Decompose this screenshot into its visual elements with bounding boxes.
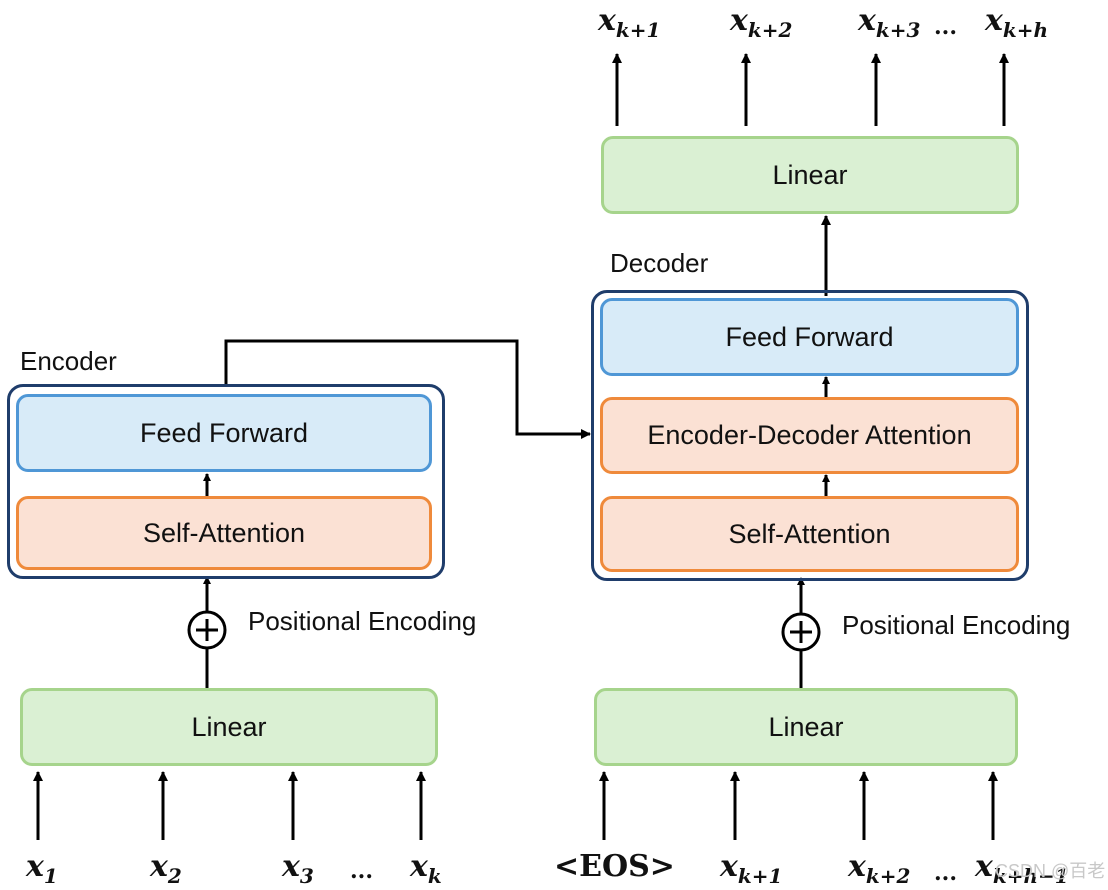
dec-input-ellipsis: ... — [934, 860, 957, 886]
dec-input-xk1: xk+1 — [720, 849, 783, 888]
output-xk2: xk+2 — [730, 3, 793, 42]
dec-plus-icon — [781, 612, 821, 652]
enc-plus-icon — [187, 610, 227, 650]
dec-input-eos: <EOS> — [554, 849, 675, 884]
output-xk3: xk+3 — [858, 3, 921, 42]
encoder-linear: Linear — [20, 688, 438, 766]
decoder-container — [591, 290, 1029, 581]
watermark: CSDN @百老 — [995, 861, 1106, 881]
output-xk1: xk+1 — [598, 3, 661, 42]
enc-input-x3: x3 — [282, 849, 314, 888]
encoder-positional-encoding: Positional Encoding — [248, 606, 477, 636]
encoder-feed-forward: Feed Forward — [16, 394, 432, 472]
decoder-self-attention: Self-Attention — [600, 496, 1019, 572]
decoder-encoder-decoder-attention: Encoder-Decoder Attention — [600, 397, 1019, 474]
enc-input-ellipsis: ... — [350, 858, 373, 884]
decoder-linear: Linear — [594, 688, 1018, 766]
encoder-container — [7, 384, 445, 579]
decoder-feed-forward: Feed Forward — [600, 298, 1019, 376]
enc-input-x1: x1 — [26, 849, 58, 888]
arrow-encoder-to-decoder — [224, 339, 591, 439]
output-xkh: xk+h — [985, 3, 1049, 42]
output-ellipsis: ... — [934, 14, 957, 40]
decoder-positional-encoding: Positional Encoding — [842, 610, 1071, 640]
encoder-title: Encoder — [20, 346, 117, 376]
enc-input-x2: x2 — [150, 849, 182, 888]
dec-input-xk2: xk+2 — [848, 849, 911, 888]
enc-input-xk: xk — [410, 849, 442, 888]
dec-input-xkh1: xk+h−1 — [975, 849, 1069, 888]
output-linear: Linear — [601, 136, 1019, 214]
decoder-title: Decoder — [610, 248, 709, 278]
encoder-self-attention: Self-Attention — [16, 496, 432, 570]
